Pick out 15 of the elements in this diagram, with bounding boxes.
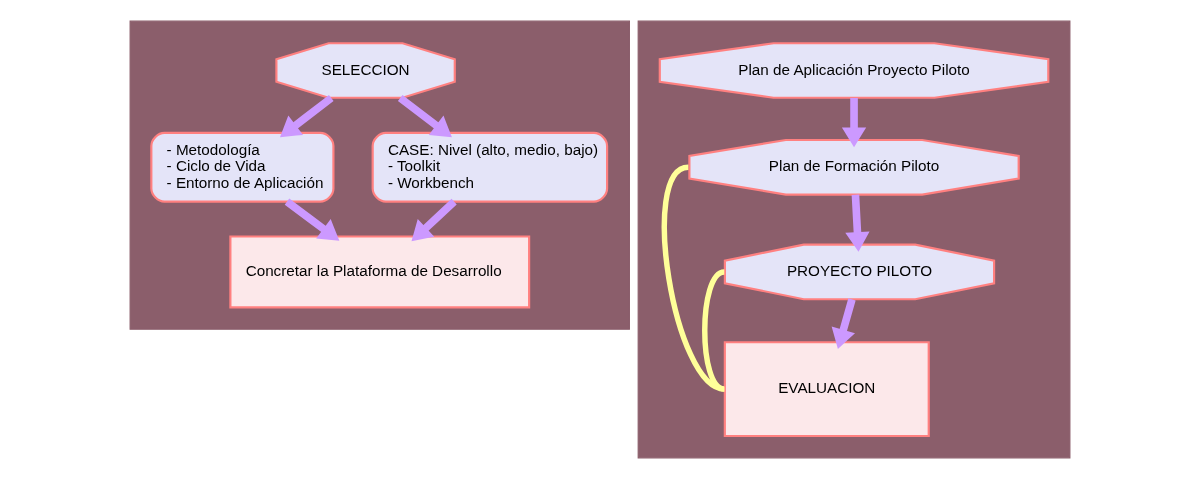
arrow [845, 194, 870, 252]
arrow [284, 198, 340, 241]
cluster [637, 20, 1071, 459]
arrow [831, 298, 856, 349]
arrow [280, 94, 334, 138]
arrow [841, 97, 867, 148]
node-box: EVALUACION [723, 341, 930, 438]
connector [661, 164, 726, 392]
node-box: - Metodología - Ciclo de Vida - Entorno de Aplicación [150, 131, 335, 203]
node-box: CASE: Nivel (alto, medio, bajo) - Toolkit - Workbench [371, 131, 609, 203]
node-box: Concretar la Plataforma de Desarrollo [229, 235, 531, 309]
arrow [397, 94, 452, 138]
cluster [129, 20, 630, 330]
connector [702, 269, 726, 392]
arrow [411, 198, 457, 242]
